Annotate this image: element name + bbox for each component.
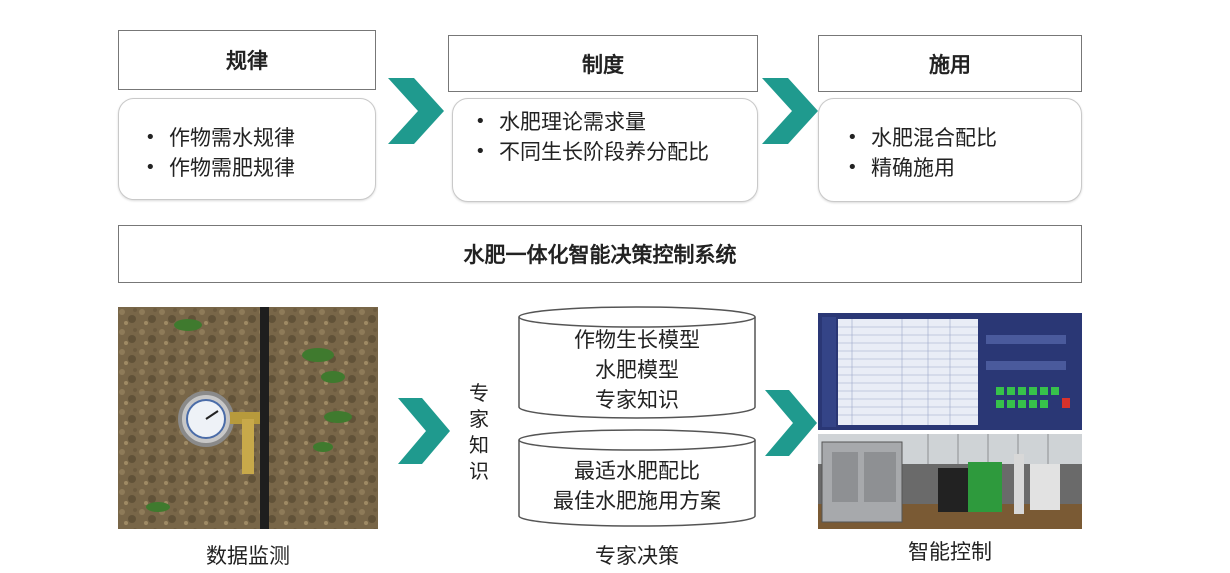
cylinder-line: 作物生长模型	[574, 328, 700, 352]
model-cylinder: 作物生长模型 水肥模型 专家知识	[517, 305, 757, 420]
list-item: 不同生长阶段养分配比	[469, 137, 729, 167]
decision-cylinder: 最适水肥配比 最佳水肥施用方案	[517, 428, 757, 528]
chevron-right-icon	[398, 398, 450, 464]
step-header-rule: 规律	[118, 30, 376, 90]
control-cabinet-photo	[818, 434, 1082, 529]
chevron-right-icon	[765, 390, 817, 456]
step-card-apply: 水肥混合配比 精确施用	[818, 98, 1082, 202]
list-item: 水肥理论需求量	[469, 107, 743, 137]
list-item: 作物需水规律	[139, 123, 365, 153]
control-screen-image	[818, 313, 1082, 430]
cylinder-line: 最佳水肥施用方案	[553, 489, 721, 513]
step-header-system: 制度	[448, 35, 758, 92]
field-monitor-photo	[118, 307, 378, 529]
list-item: 作物需肥规律	[139, 153, 365, 183]
cylinder-line: 专家知识	[595, 388, 679, 412]
chevron-right-icon	[762, 78, 818, 144]
expert-knowledge-label: 专 家 知 识	[469, 381, 489, 483]
step-card-system: 水肥理论需求量 不同生长阶段养分配比	[452, 98, 758, 202]
cylinder-line: 最适水肥配比	[574, 459, 700, 483]
list-item: 精确施用	[841, 153, 1071, 183]
step-card-rule: 作物需水规律 作物需肥规律	[118, 98, 376, 200]
cylinder-line: 水肥模型	[595, 358, 679, 382]
list-item: 水肥混合配比	[841, 123, 1071, 153]
monitor-caption: 数据监测	[206, 544, 290, 568]
control-caption: 智能控制	[908, 540, 992, 564]
step-header-apply: 施用	[818, 35, 1082, 92]
decision-caption: 专家决策	[595, 544, 679, 568]
system-banner: 水肥一体化智能决策控制系统	[118, 225, 1082, 283]
chevron-right-icon	[388, 78, 444, 144]
